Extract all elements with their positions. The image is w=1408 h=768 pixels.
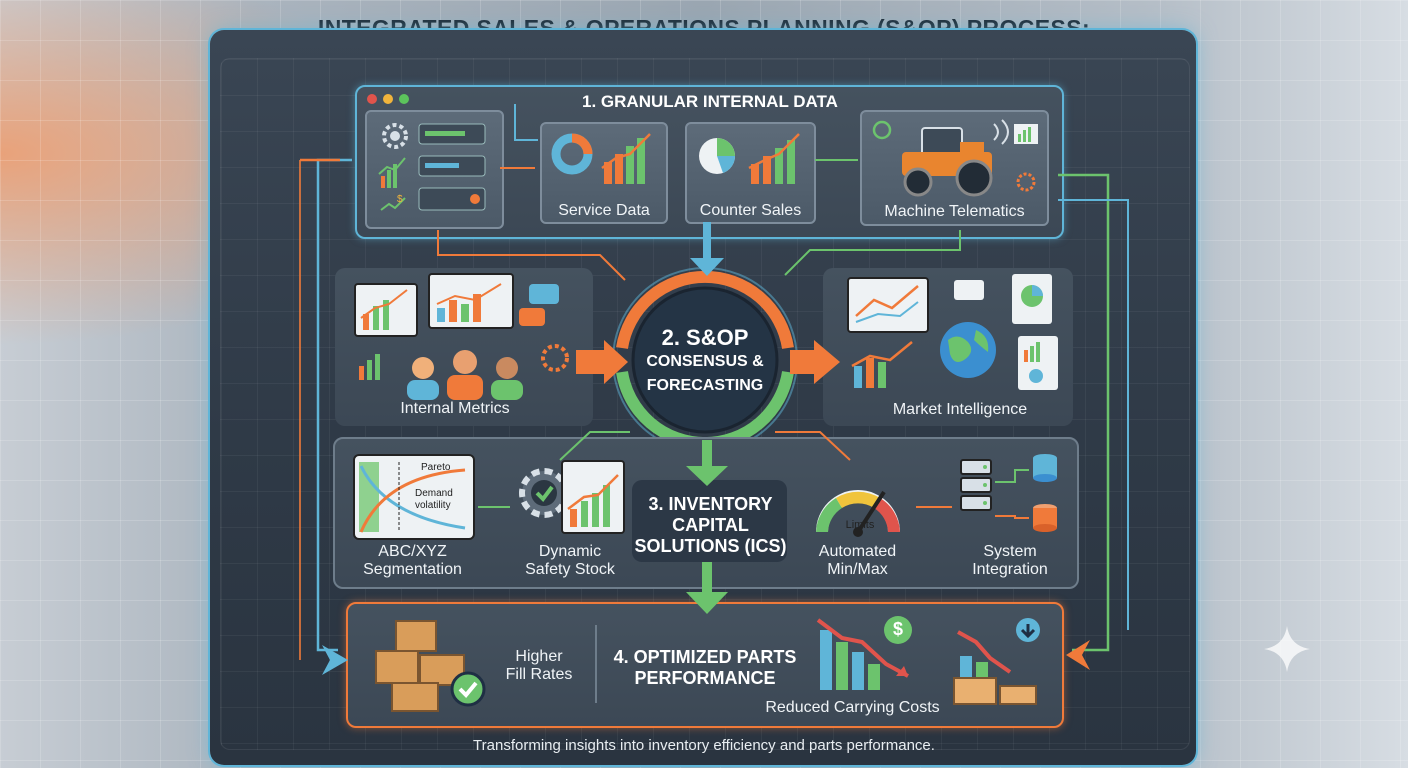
service-data-chart-icon [551, 133, 651, 184]
segmentation-line1: ABC/XYZ [378, 543, 447, 560]
stage4-heading: 4. OPTIMIZED PARTS PERFORMANCE [600, 647, 810, 689]
market-intelligence-illustration [847, 274, 1058, 390]
footer-caption: Transforming insights into inventory eff… [473, 737, 935, 754]
segmentation-line2: Segmentation [363, 561, 462, 578]
left-feedback-loop [316, 158, 352, 652]
right-loop-arrowhead [1066, 640, 1090, 670]
minmax-label: Automated Min/Max [790, 543, 925, 579]
pareto-chart-card: Pareto Demand volatility [353, 454, 475, 540]
stage4-heading-line1: 4. OPTIMIZED PARTS [613, 647, 797, 667]
system-integration-line2: Integration [972, 561, 1048, 578]
segmentation-label: ABC/XYZ Segmentation [345, 543, 480, 579]
stage2-heading-line3: FORECASTING [646, 377, 764, 394]
machine-telematics-label: Machine Telematics [884, 203, 1025, 220]
counter-sales-card: Counter Sales [685, 122, 816, 224]
fill-rates-label: Higher Fill Rates [498, 648, 580, 684]
telematics-to-hub-connector [784, 230, 961, 276]
demand-text: Demand [415, 488, 453, 499]
carrying-cost-icon [953, 618, 1040, 705]
internal-metrics-label: Internal Metrics [400, 400, 510, 417]
left-loop-arrowhead [322, 645, 348, 675]
sparkle-icon [1264, 626, 1310, 672]
system-integration-line1: System [983, 543, 1037, 560]
stage3-heading-line1: 3. INVENTORY [648, 494, 773, 514]
minmax-line1: Automated [818, 543, 897, 560]
right-feedback-loop [1058, 173, 1110, 652]
tractor-icon [872, 119, 1038, 197]
dashboard-card: $ [365, 110, 504, 229]
gear-icon [382, 123, 408, 149]
stage3-center-panel [632, 480, 787, 562]
stage3-heading-line3: SOLUTIONS (ICS) [634, 536, 787, 556]
window-dot-green [399, 94, 409, 104]
stage2-heading-line2: CONSENSUS & [646, 353, 764, 370]
pareto-chart-icon: Pareto Demand volatility [359, 462, 466, 533]
fill-rates-line2: Fill Rates [505, 666, 573, 683]
stage3-heading: 3. INVENTORY CAPITAL SOLUTIONS (ICS) [628, 494, 793, 557]
stage3-to-stage4-arrowhead [686, 592, 728, 614]
fill-rates-line1: Higher [515, 648, 563, 665]
counter-sales-chart-icon [699, 133, 800, 184]
stage3-heading-line2: CAPITAL [672, 515, 749, 535]
stage1-heading: 1. GRANULAR INTERNAL DATA [582, 92, 838, 111]
svg-text:$: $ [397, 194, 403, 205]
volatility-text: volatility [415, 500, 451, 511]
carrying-cost-label: Reduced Carrying Costs [765, 699, 940, 716]
stage4-divider [595, 625, 597, 703]
sop-hub-ring [612, 267, 798, 453]
safety-stock-line1: Dynamic [538, 543, 602, 560]
stage2-heading: 2. S&OP CONSENSUS & FORECASTING [625, 326, 785, 398]
counter-sales-label: Counter Sales [699, 202, 802, 219]
dollar-icon: $ [892, 619, 903, 639]
machine-telematics-card: Machine Telematics [860, 110, 1049, 226]
stage2-heading-line1: 2. S&OP [661, 325, 749, 350]
service-data-label: Service Data [558, 202, 650, 219]
safety-stock-line2: Safety Stock [525, 561, 615, 578]
right-blue-loop [1058, 199, 1129, 630]
safety-stock-icon [519, 460, 625, 534]
system-integration-label: System Integration [950, 543, 1070, 579]
gauge-icon [816, 490, 900, 537]
internal-metrics-illustration [354, 273, 569, 400]
boxes-icon [375, 620, 486, 712]
service-data-card: Service Data [540, 122, 668, 224]
window-dot-red [367, 94, 377, 104]
hub-to-market-intelligence-arrow [790, 340, 840, 384]
stage1-to-hub-arrowhead [690, 258, 724, 276]
safety-stock-label: Dynamic Safety Stock [500, 543, 640, 579]
system-integration-icon [960, 454, 1057, 532]
hub-to-stage3-arrowhead [686, 466, 728, 486]
internal-metrics-to-hub-arrow [576, 340, 628, 384]
stage4-heading-line2: PERFORMANCE [634, 668, 776, 688]
reduced-cost-chart-icon [816, 616, 912, 690]
dashboard-to-hub-connector [437, 230, 626, 281]
gauge-limits-label: Limits [845, 519, 875, 531]
market-intelligence-label: Market Intelligence [892, 401, 1028, 418]
pareto-text: Pareto [421, 462, 451, 473]
dashboard-illustration: $ [378, 123, 486, 211]
window-dot-yellow [383, 94, 393, 104]
minmax-line2: Min/Max [827, 561, 888, 578]
